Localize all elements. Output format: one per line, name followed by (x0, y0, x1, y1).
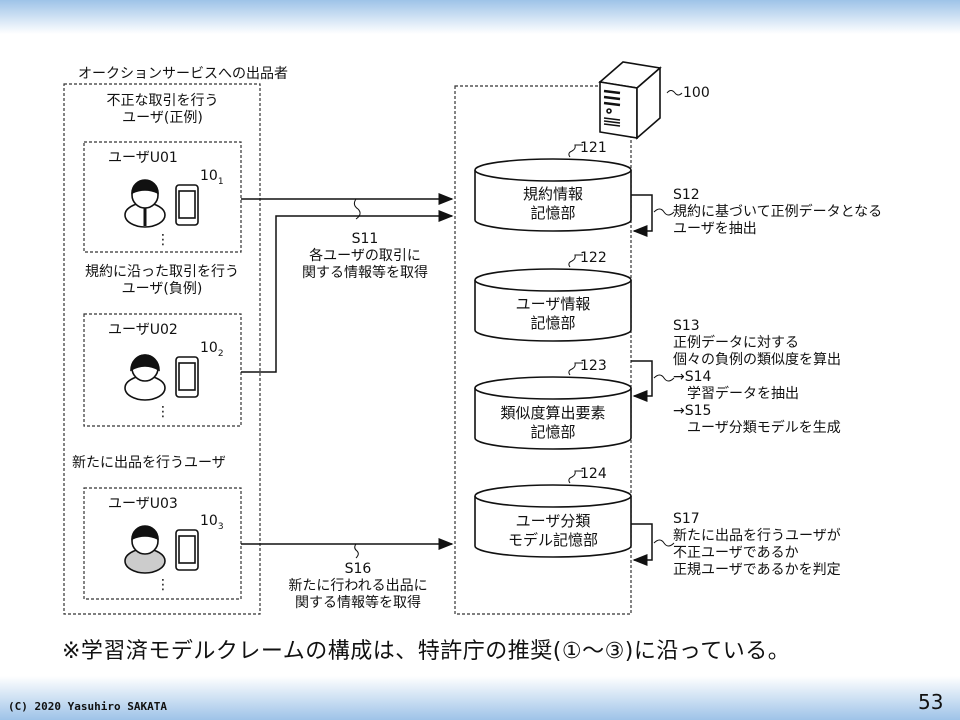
person-icon-u03 (124, 525, 166, 574)
user-label-u03: ユーザU03 (108, 496, 178, 512)
storage-label-124: ユーザ分類モデル記憶部 (507, 512, 598, 549)
user-label-u02: ユーザU02 (108, 322, 178, 338)
storage-cylinder-123 (474, 376, 632, 450)
storage-ref-124: 124 (580, 466, 607, 482)
ellipsis-u01: ⋮ (156, 232, 170, 248)
user-label-u01: ユーザU01 (108, 150, 178, 166)
group-title-positive: 不正な取引を行う ユーザ(正例) (106, 93, 219, 126)
smartphone-icon-u03 (175, 529, 199, 571)
storage-ref-123: 123 (580, 358, 607, 374)
storage-cylinder-124 (474, 484, 632, 558)
storage-label-123: 類似度算出要素記憶部 (500, 404, 606, 441)
header-band (0, 0, 960, 34)
server-ref: 100 (683, 85, 710, 101)
person-icon-u02 (124, 354, 166, 401)
footer-band (0, 676, 960, 720)
loop-s17 (631, 523, 653, 566)
storage-ref-121: 121 (580, 140, 607, 156)
group-title-negative: 規約に沿った取引を行う ユーザ(負例) (85, 264, 239, 297)
user-box-u02 (83, 313, 242, 427)
server-icon (598, 61, 662, 140)
storage-cylinder-122 (474, 268, 632, 342)
group-title-new: 新たに出品を行うユーザ (72, 455, 226, 471)
device-ref-u01: 101 (200, 168, 224, 187)
storage-label-121: 規約情報記憶部 (522, 185, 583, 222)
server-frame (454, 85, 632, 615)
device-ref-u03: 103 (200, 513, 224, 532)
step-s11-label: S11 各ユーザの取引に 関する情報等を取得 (302, 231, 428, 281)
loop-s13 (631, 360, 653, 402)
sellers-group-label: オークションサービスへの出品者 (78, 66, 288, 82)
ellipsis-u02: ⋮ (156, 404, 170, 420)
footnote: ※学習済モデルクレームの構成は、特許庁の推奨(①～③)に沿っている。 (62, 639, 791, 664)
storage-cylinder-121 (474, 158, 632, 232)
step-s16-label: S16 新たに行われる出品に 関する情報等を取得 (288, 561, 428, 611)
loop-s12 (631, 194, 653, 237)
copyright: (C) 2020 Yasuhiro SAKATA (8, 700, 167, 713)
smartphone-icon-u01 (175, 184, 199, 226)
storage-ref-122: 122 (580, 250, 607, 266)
ellipsis-u03: ⋮ (156, 577, 170, 593)
page-number: 53 (918, 690, 944, 714)
smartphone-icon-u02 (175, 356, 199, 398)
sellers-group-frame (63, 83, 261, 615)
arrow-u02-to-server (241, 210, 454, 373)
person-icon-u01 (124, 179, 166, 228)
device-ref-u02: 102 (200, 340, 224, 359)
user-box-u01 (83, 141, 242, 253)
storage-label-122: ユーザ情報記憶部 (515, 295, 591, 332)
